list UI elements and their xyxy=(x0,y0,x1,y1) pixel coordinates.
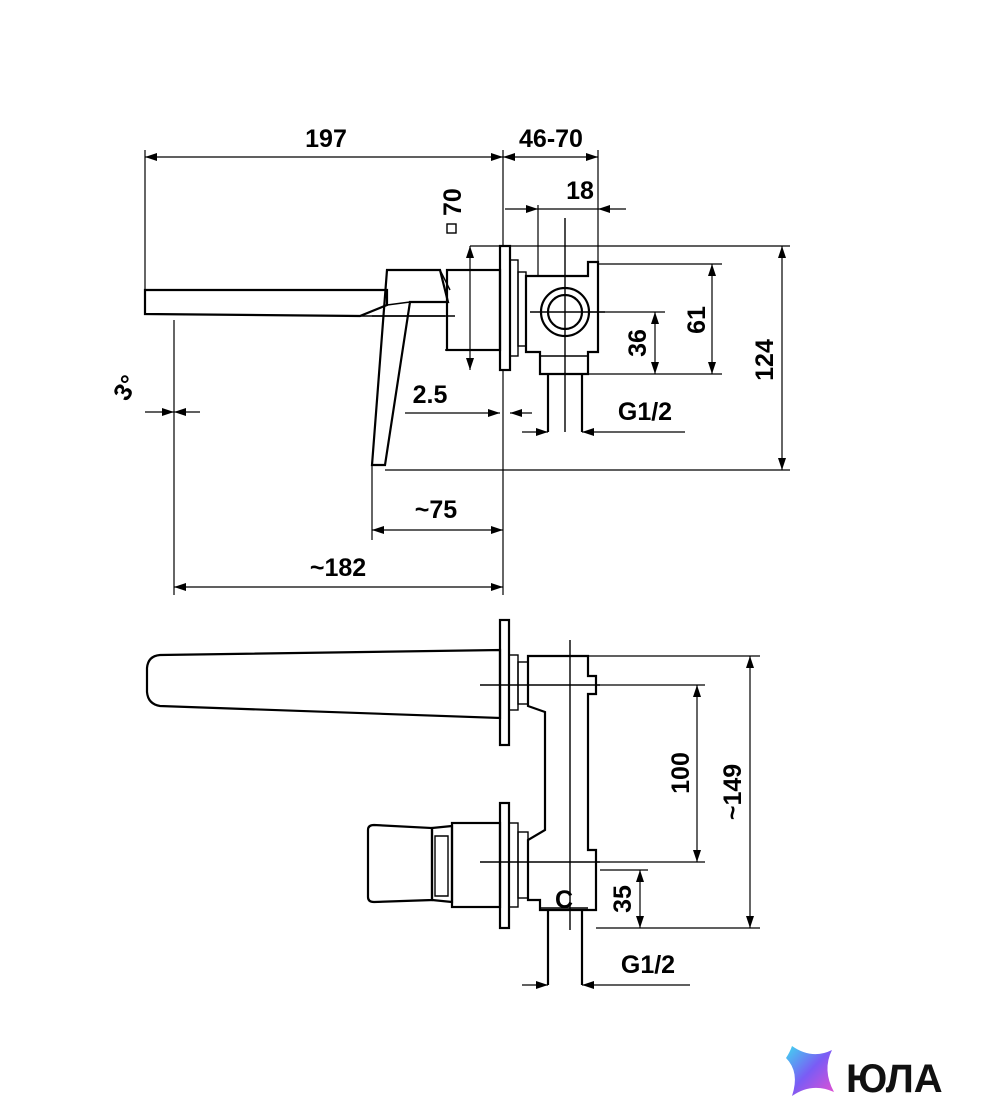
brand-logo: ЮЛА xyxy=(786,1046,943,1100)
spout-front xyxy=(145,648,502,720)
dim-75: ~75 xyxy=(372,496,503,534)
dim-182: ~182 xyxy=(174,554,503,591)
inlet-pipe-top xyxy=(546,374,584,432)
dim-35: 35 xyxy=(609,870,644,928)
dim-182-label: ~182 xyxy=(310,554,366,582)
dim-46-70-label: 46-70 xyxy=(519,125,583,153)
upper-wall-plate-front xyxy=(498,618,529,747)
dim-124-label: 124 xyxy=(751,339,779,381)
inwall-box-top xyxy=(524,218,605,432)
dim-35-label: 35 xyxy=(609,885,637,913)
dim-square-70: 70 xyxy=(439,188,474,370)
dim-angle-3: 3° xyxy=(108,371,200,416)
dim-197: 197 xyxy=(145,125,503,161)
dim-g12-front-label: G1/2 xyxy=(621,951,675,979)
dim-36-label: 36 xyxy=(624,329,652,357)
valve-body-top xyxy=(445,268,502,352)
extension-lines-top xyxy=(144,150,790,595)
dim-61: 61 xyxy=(683,264,716,374)
inlet-pipe-front xyxy=(546,910,584,985)
dim-36: 36 xyxy=(624,312,659,374)
dim-18-label: 18 xyxy=(566,177,594,205)
cold-marker-label: C xyxy=(555,886,573,914)
dim-2-5: 2.5 xyxy=(405,381,532,417)
logo-star-icon xyxy=(786,1046,834,1096)
dim-g12-top-label: G1/2 xyxy=(618,398,672,426)
dim-angle-label: 3° xyxy=(108,371,144,406)
dim-g12-front: G1/2 xyxy=(522,951,690,989)
square-symbol-icon xyxy=(446,223,457,234)
dim-100: 100 xyxy=(667,685,701,862)
dim-18: 18 xyxy=(505,177,626,213)
dim-149-label: ~149 xyxy=(719,764,747,820)
brand-name: ЮЛА xyxy=(846,1057,943,1100)
dim-100-label: 100 xyxy=(667,752,695,794)
dim-124: 124 xyxy=(751,246,786,470)
lever-handle-top xyxy=(370,268,451,467)
dim-61-label: 61 xyxy=(683,306,711,334)
front-view: C 100 ~149 35 G1/2 xyxy=(145,618,760,989)
wall-plate-top xyxy=(498,244,527,372)
inwall-body-front: C xyxy=(480,640,600,930)
dim-197-label: 197 xyxy=(305,125,347,153)
handle-front xyxy=(366,821,502,909)
lower-wall-plate-front xyxy=(498,801,529,930)
dim-g12-top: G1/2 xyxy=(522,398,685,436)
dim-149: ~149 xyxy=(719,656,754,928)
dim-75-label: ~75 xyxy=(415,496,458,524)
dim-70-label: 70 xyxy=(439,188,467,216)
dim-2-5-label: 2.5 xyxy=(413,381,448,409)
dim-46-70: 46-70 xyxy=(503,125,598,161)
top-view: 197 46-70 18 70 61 36 124 xyxy=(108,125,790,595)
